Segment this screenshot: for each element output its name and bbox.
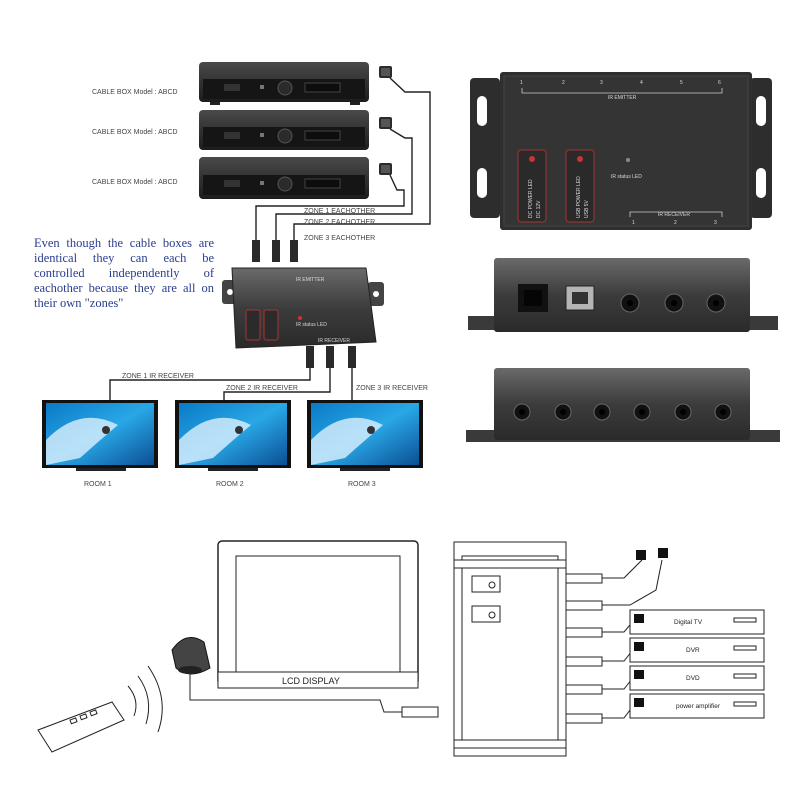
emitter-port-5: 5 [680, 80, 683, 86]
cable-box-label-3: CABLE BOX Model : ABCD [92, 179, 178, 186]
receiver-port-3: 3 [714, 220, 717, 226]
ir-status-led-label: IR status LED [611, 174, 642, 180]
usb-power-led-label: USB POWER LED [576, 176, 582, 218]
small-hub-status-label: IR status LED [296, 322, 327, 328]
emitter-cable-1 [293, 77, 431, 240]
loose-emitter-2 [658, 548, 668, 558]
device-dvd: DVD [629, 665, 765, 691]
cable-box-2 [199, 110, 369, 150]
device-label-dvd: DVD [686, 675, 700, 682]
ir-wave-3 [147, 665, 163, 733]
emitter-port-1: 1 [520, 80, 523, 86]
cable-box-label-2: CABLE BOX Model : ABCD [92, 129, 178, 136]
ir-emitter-head-3 [379, 163, 392, 175]
receiver-cable-1 [109, 368, 311, 400]
room-label-3: ROOM 3 [348, 481, 376, 488]
device-power-amplifier: power amplifier [629, 693, 765, 719]
hub-side-view-power [468, 258, 778, 332]
emitter-port-3: 3 [600, 80, 603, 86]
hub-side-view-emitters [466, 368, 780, 442]
room-tv-1 [42, 400, 158, 471]
receiver-cable-2 [223, 368, 331, 400]
ir-receiver-eye [171, 637, 211, 675]
ir-emitter-label: IR EMITTER [608, 95, 637, 101]
device-digital-tv: Digital TV [629, 609, 765, 635]
receiver-label-1: ZONE 1 IR RECEIVER [122, 373, 194, 380]
room-tv-2 [175, 400, 291, 471]
zone-explanation-note: Even though the cable boxes are identica… [34, 236, 214, 310]
ir-emitter-head-2 [379, 117, 392, 129]
room-label-1: ROOM 1 [84, 481, 112, 488]
ir-wave-2 [137, 675, 150, 725]
room-tv-3 [307, 400, 423, 471]
emitter-port-6: 6 [718, 80, 721, 86]
hub-emitter-connectors [565, 573, 603, 724]
zone-label-1: ZONE 1 EACHOTHER [304, 208, 375, 215]
receiver-eye-cable [189, 674, 402, 713]
lcd-display: LCD DISPLAY [217, 540, 419, 689]
room-label-2: ROOM 2 [216, 481, 244, 488]
zone-label-3: ZONE 3 EACHOTHER [304, 235, 375, 242]
dc-power-led-label: DC POWER LED [528, 179, 534, 218]
cable-box-label-1: CABLE BOX Model : ABCD [92, 89, 178, 96]
receiver-label-3: ZONE 3 IR RECEIVER [356, 385, 428, 392]
emitter-wire-2 [602, 559, 663, 606]
small-hub-emitter-label: IR EMITTER [296, 277, 325, 283]
receiver-port-2: 2 [674, 220, 677, 226]
receiver-label-2: ZONE 2 IR RECEIVER [226, 385, 298, 392]
cable-box-1 [199, 62, 369, 105]
emitter-cable-3 [255, 174, 405, 240]
lcd-label: LCD DISPLAY [282, 676, 340, 686]
device-dvr: DVR [629, 637, 765, 663]
ir-receiver-label: IR RECEIVER [658, 212, 690, 218]
emitter-cable-2 [275, 128, 413, 240]
dc-voltage-label: DC 12V [536, 200, 542, 218]
hub-outline-drawing [453, 541, 567, 757]
device-label-dvr: DVR [686, 647, 700, 654]
ir-emitter-head-1 [379, 66, 392, 78]
device-label-digital-tv: Digital TV [674, 619, 703, 626]
loose-emitter-1 [636, 550, 646, 560]
device-label-power-amplifier: power amplifier [676, 703, 721, 710]
small-ir-hub: IR EMITTER IR status LED IR RECEIVER [222, 267, 384, 349]
usb-voltage-label: USB 5V [584, 200, 590, 218]
small-hub-receiver-label: IR RECEIVER [318, 338, 350, 344]
zone-label-2: ZONE 2 EACHOTHER [304, 219, 375, 226]
hub-top-view: 1 2 3 4 5 6 IR EMITTER DC POWER LED DC 1… [470, 72, 772, 230]
cable-box-3 [199, 157, 369, 199]
emitter-port-2: 2 [562, 80, 565, 86]
emitter-wire-1 [602, 559, 643, 579]
ir-wave-1 [127, 685, 137, 717]
remote-control [37, 701, 125, 753]
emitter-port-4: 4 [640, 80, 643, 86]
receiver-port-1: 1 [632, 220, 635, 226]
